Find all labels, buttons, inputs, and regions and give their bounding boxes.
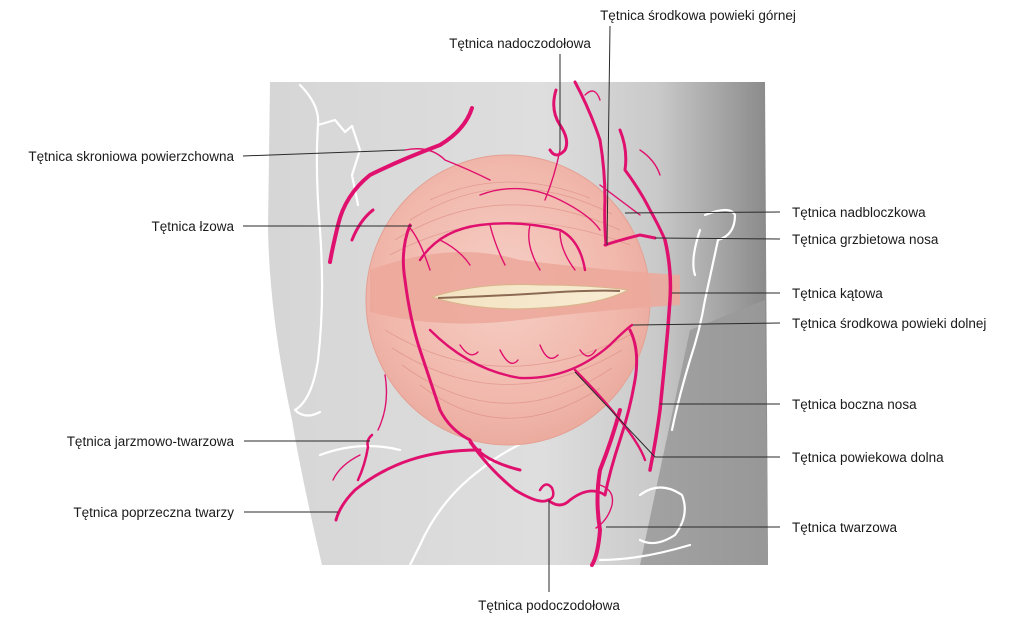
label-medial-upper-palpebral: Tętnica środkowa powieki górnej bbox=[600, 8, 796, 23]
label-zygomaticofacial: Tętnica jarzmowo-twarzowa bbox=[67, 434, 235, 449]
label-supratrochlear: Tętnica nadbloczkowa bbox=[792, 205, 926, 220]
label-medial-lower-palpebral: Tętnica środkowa powieki dolnej bbox=[792, 316, 986, 331]
label-facial: Tętnica twarzowa bbox=[792, 520, 898, 535]
label-inferior-palpebral: Tętnica powiekowa dolna bbox=[792, 450, 944, 465]
label-supraorbital: Tętnica nadoczodołowa bbox=[449, 36, 591, 51]
label-transverse-facial: Tętnica poprzeczna twarzy bbox=[73, 505, 234, 520]
label-angular: Tętnica kątowa bbox=[792, 286, 883, 301]
label-lacrimal: Tętnica łzowa bbox=[151, 219, 234, 234]
label-infraorbital: Tętnica podoczodołowa bbox=[478, 598, 620, 613]
label-lateral-nasal: Tętnica boczna nosa bbox=[792, 397, 917, 412]
label-superficial-temporal: Tętnica skroniowa powierzchowna bbox=[28, 149, 234, 164]
label-dorsal-nasal: Tętnica grzbietowa nosa bbox=[792, 232, 939, 247]
